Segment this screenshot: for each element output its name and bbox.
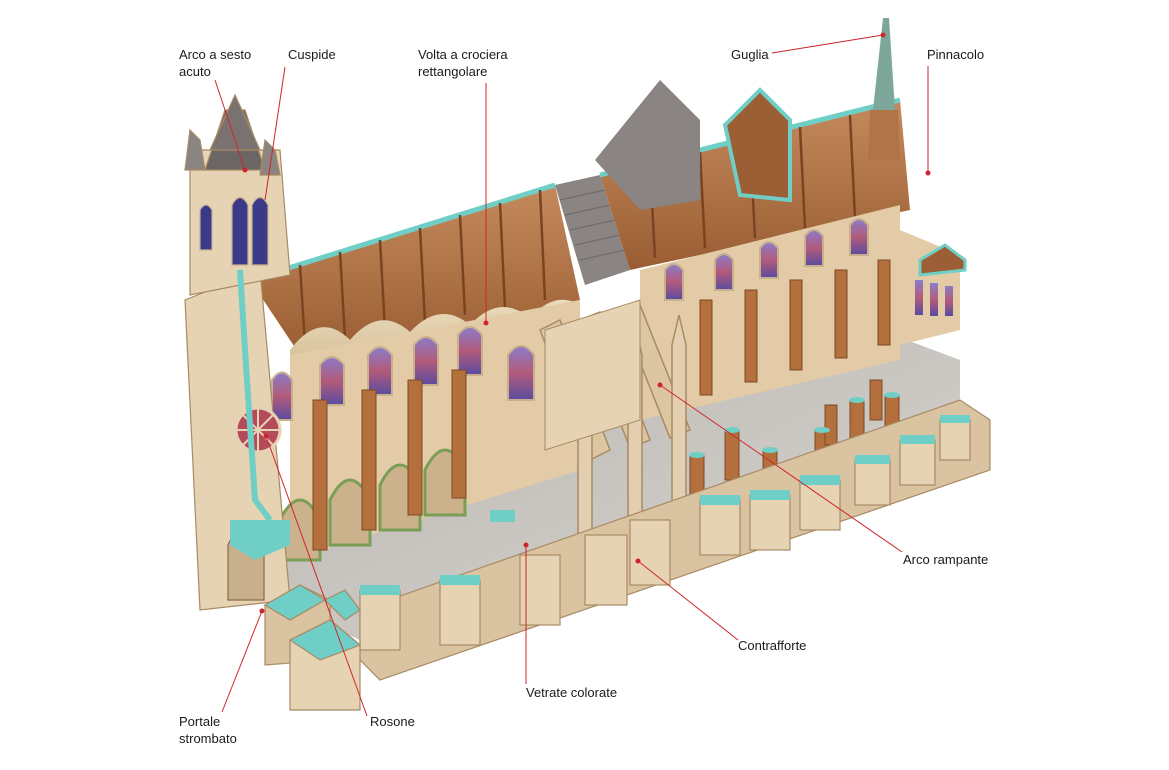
leader-lines — [214, 32, 931, 717]
leader-portale-strombato — [221, 610, 263, 713]
label-rosone: Rosone — [370, 714, 415, 729]
crossing-roof — [555, 175, 630, 285]
outer-buttress-wall — [359, 399, 991, 681]
leader-guglia — [771, 34, 884, 54]
label-cuspide: Cuspide — [288, 47, 336, 62]
label-arco-sesto-acuto: Arco a sesto acuto — [179, 47, 252, 79]
choir-arcade — [640, 205, 900, 496]
label-arco-rampante: Arco rampante — [903, 552, 989, 567]
choir-roof — [595, 80, 910, 270]
label-pinnacolo: Pinnacolo — [927, 47, 985, 62]
apse-chapels — [900, 230, 967, 345]
nave-floor — [260, 330, 960, 640]
leader-arco-rampante — [659, 384, 903, 553]
leader-rosone — [265, 435, 368, 717]
label-volta-crociera: Volta a crociera rettangolare — [418, 47, 508, 79]
west-tower — [184, 93, 291, 611]
leader-contrafforte — [637, 560, 739, 641]
leader-cuspide — [264, 66, 286, 201]
foundation-blocks — [263, 584, 362, 711]
nave-wall — [271, 300, 580, 562]
label-vetrate-colorate: Vetrate colorate — [526, 685, 618, 700]
leader-arco-sesto-acuto — [214, 79, 246, 171]
rose-window — [234, 406, 282, 454]
flying-buttresses — [539, 299, 691, 571]
label-contrafforte: Contrafforte — [738, 638, 807, 653]
central-spire — [868, 18, 900, 160]
label-portale-strombato: Portale strombato — [179, 714, 237, 746]
label-guglia: Guglia — [731, 47, 769, 62]
